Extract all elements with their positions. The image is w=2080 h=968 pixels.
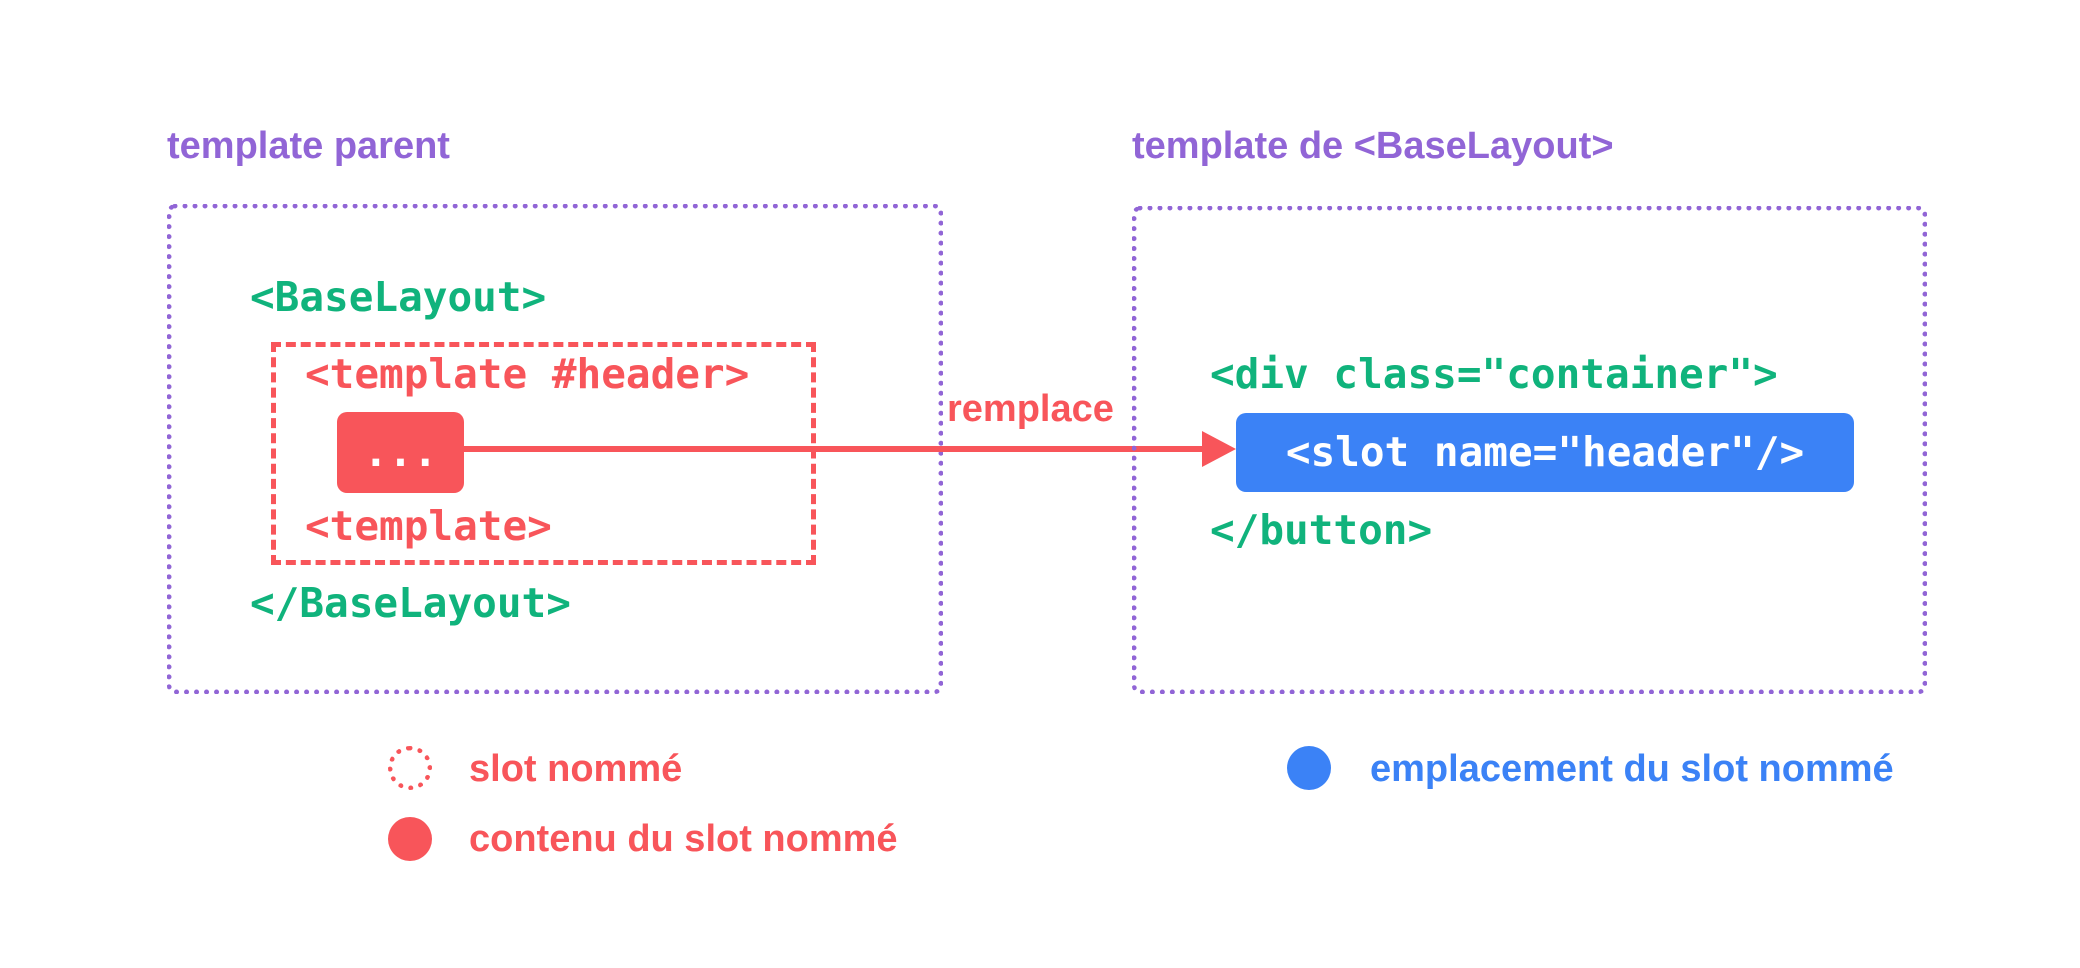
slot-outlet-text: <slot name="header"/> <box>1285 428 1805 476</box>
legend-named-slot-content: contenu du slot nommé <box>469 818 898 860</box>
template-close-tag: <template> <box>305 502 552 550</box>
right-panel-title: template de <BaseLayout> <box>1132 125 1614 167</box>
baselayout-close-tag: </BaseLayout> <box>250 579 571 627</box>
right-panel <box>1132 206 1927 694</box>
filled-red-circle-icon <box>388 817 432 861</box>
template-header-open-tag: <template #header> <box>305 350 750 398</box>
replace-arrow-label: remplace <box>947 388 1114 430</box>
replace-arrow-head <box>1202 431 1236 467</box>
legend-named-slot: slot nommé <box>469 748 683 790</box>
slot-outlet-chip: <slot name="header"/> <box>1236 413 1854 492</box>
filled-blue-circle-icon <box>1287 746 1331 790</box>
left-panel-title: template parent <box>167 125 450 167</box>
button-close-tag: </button> <box>1210 506 1433 554</box>
div-container-open-tag: <div class="container"> <box>1210 350 1778 398</box>
slot-content-chip: ... <box>337 412 464 493</box>
dotted-circle-icon <box>388 746 432 790</box>
baselayout-open-tag: <BaseLayout> <box>250 273 547 321</box>
legend-named-slot-outlet: emplacement du slot nommé <box>1370 748 1894 790</box>
named-slot-box <box>271 342 816 565</box>
slot-content-text: ... <box>363 428 438 476</box>
